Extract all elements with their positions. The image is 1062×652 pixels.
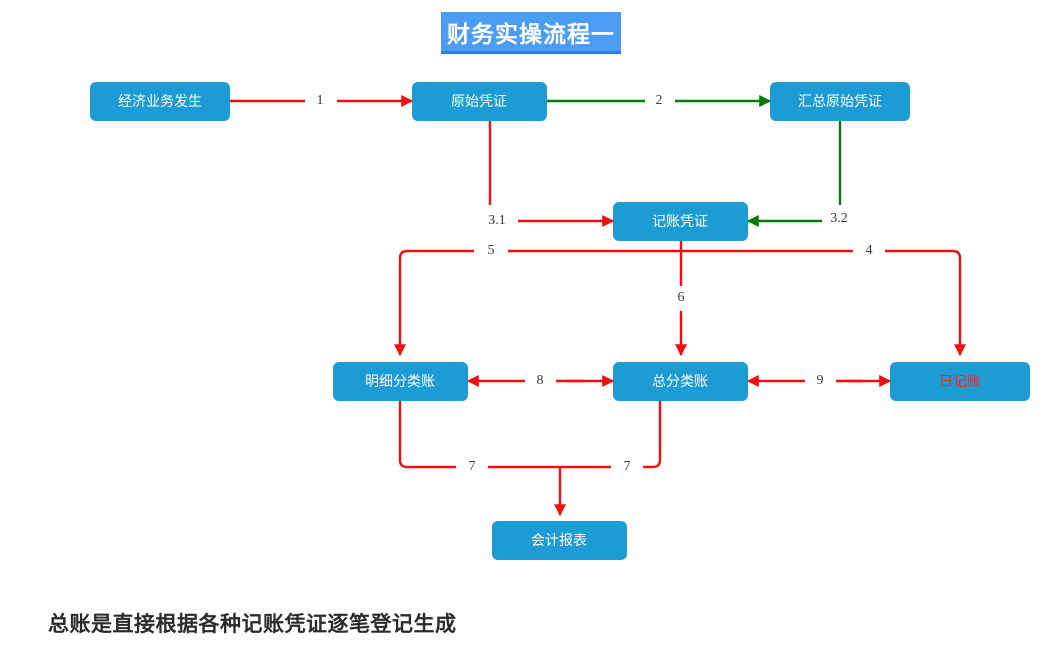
node-yuanshi-pingzheng[interactable]: 原始凭证 [412, 82, 547, 121]
edge-label-1: 1 [317, 93, 324, 108]
edge-3-2: 3.2 [746, 121, 848, 227]
node-mingxi-fenlei-zhang[interactable]: 明细分类账 [333, 362, 468, 401]
edge-label-7-right: 7 [624, 459, 631, 474]
edge-label-2: 2 [656, 93, 663, 108]
edge-1: 1 [230, 93, 414, 108]
edge-2: 2 [547, 93, 772, 108]
node-label: 会计报表 [531, 533, 587, 549]
edge-6: 6 [675, 251, 687, 357]
node-jizhang-pingzheng[interactable]: 记账凭证 [613, 202, 748, 241]
edge-5: 5 [394, 243, 681, 357]
node-kuaiji-baobiao[interactable]: 会计报表 [492, 521, 627, 560]
edge-label-9: 9 [817, 373, 824, 388]
edge-label-8: 8 [537, 373, 544, 388]
node-label: 汇总原始凭证 [798, 94, 882, 110]
edge-9: 9 [746, 373, 892, 388]
edge-8: 8 [466, 373, 615, 388]
edge-7-left: 7 [398, 401, 560, 474]
node-riji-zhang[interactable]: 日记账 [890, 362, 1030, 401]
edge-label-5: 5 [488, 243, 495, 258]
edge-label-3-2: 3.2 [830, 211, 848, 226]
node-label: 原始凭证 [451, 94, 507, 110]
node-jingji-yewu-fasheng[interactable]: 经济业务发生 [90, 82, 230, 121]
node-zong-fenlei-zhang[interactable]: 总分类账 [613, 362, 748, 401]
node-label: 经济业务发生 [118, 94, 202, 110]
node-label: 明细分类账 [365, 374, 435, 390]
edge-4: 4 [681, 243, 966, 357]
edge-label-7-left: 7 [469, 459, 476, 474]
edge-3-1: 3.1 [488, 121, 615, 228]
node-label: 总分类账 [652, 374, 708, 390]
edge-7-right: 7 [560, 401, 662, 474]
node-label: 日记账 [939, 374, 981, 390]
footer-caption: 总账是直接根据各种记账凭证逐笔登记生成 [48, 612, 457, 636]
node-huizong-yuanshi-pingzheng[interactable]: 汇总原始凭证 [770, 82, 910, 121]
edge-label-3-1: 3.1 [488, 213, 506, 228]
edge-label-4: 4 [866, 243, 873, 258]
edge-label-6: 6 [678, 290, 685, 305]
node-label: 记账凭证 [652, 214, 708, 230]
